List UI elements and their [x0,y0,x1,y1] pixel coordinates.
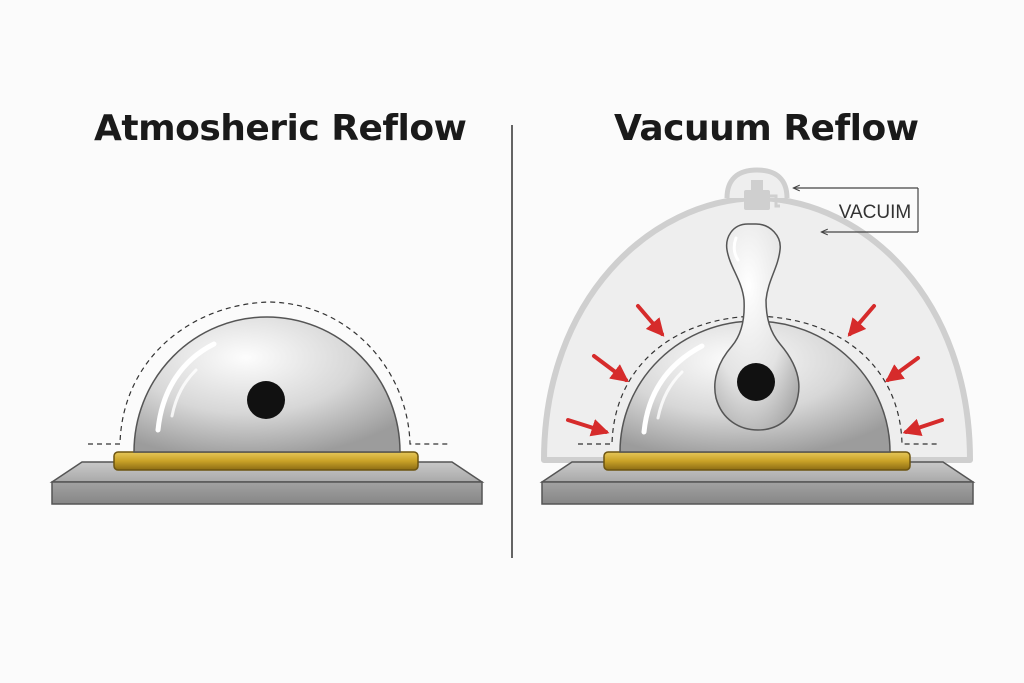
right-void [737,363,775,401]
right-gold-pad [603,451,911,471]
left-gold-pad [113,451,419,471]
right-dome-highlight [641,343,705,435]
left-void [247,381,285,419]
vacuum-label: VACUIM [839,202,911,223]
vacuum-reflow-title: Vacuum Reflow [614,108,919,149]
atmospheric-reflow-title: Atmosheric Reflow [94,108,467,149]
left-dome-highlight [155,341,217,433]
vacuum-panel: VACUIM [539,167,976,505]
right-dashed-outline [578,315,938,445]
escaping-void-bubble [714,223,800,431]
vacuum-pump-icon [744,180,780,210]
atmospheric-panel [49,301,485,505]
pressure-arrow-icon [566,304,944,437]
